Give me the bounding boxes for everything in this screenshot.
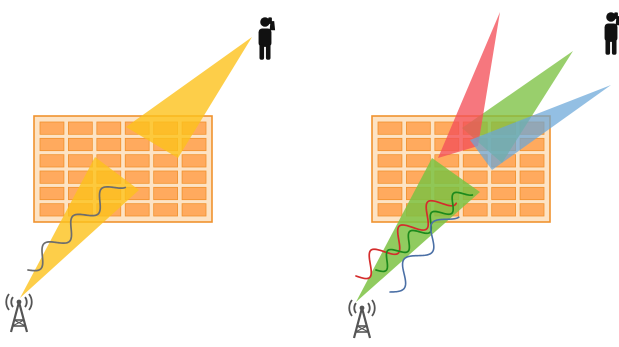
surface-element (492, 204, 516, 216)
surface-element (154, 204, 178, 216)
person-phone-icon (605, 12, 619, 55)
surface-element (40, 155, 64, 167)
surface-element (154, 155, 178, 167)
scenario-multi-beam (349, 12, 619, 338)
surface-element (182, 155, 206, 167)
surface-element (378, 122, 402, 134)
surface-element (378, 204, 402, 216)
surface-element (378, 187, 402, 199)
surface-element (40, 187, 64, 199)
surface-element (463, 171, 487, 183)
surface-element (97, 122, 121, 134)
person-phone-icon (259, 17, 276, 60)
surface-element (68, 122, 92, 134)
surface-element (68, 138, 92, 150)
surface-element (406, 155, 430, 167)
surface-element (154, 187, 178, 199)
scenario-single-beam (6, 17, 275, 332)
surface-element (406, 138, 430, 150)
surface-element (125, 171, 149, 183)
surface-element (492, 187, 516, 199)
surface-element (125, 138, 149, 150)
antenna-tower-icon (6, 294, 32, 332)
surface-element (40, 204, 64, 216)
surface-element (520, 187, 544, 199)
surface-element (154, 171, 178, 183)
surface-element (406, 122, 430, 134)
surface-element (40, 171, 64, 183)
surface-element (463, 204, 487, 216)
surface-element (520, 171, 544, 183)
surface-element (520, 155, 544, 167)
surface-element (125, 204, 149, 216)
surface-element (40, 138, 64, 150)
surface-element (40, 122, 64, 134)
surface-element (68, 155, 92, 167)
surface-element (378, 155, 402, 167)
surface-element (520, 204, 544, 216)
surface-element (182, 204, 206, 216)
surface-element (492, 171, 516, 183)
antenna-tower-icon (349, 300, 375, 338)
surface-element (378, 171, 402, 183)
surface-element (378, 138, 402, 150)
surface-element (125, 155, 149, 167)
surface-element (182, 187, 206, 199)
surface-element (182, 171, 206, 183)
surface-element (97, 138, 121, 150)
